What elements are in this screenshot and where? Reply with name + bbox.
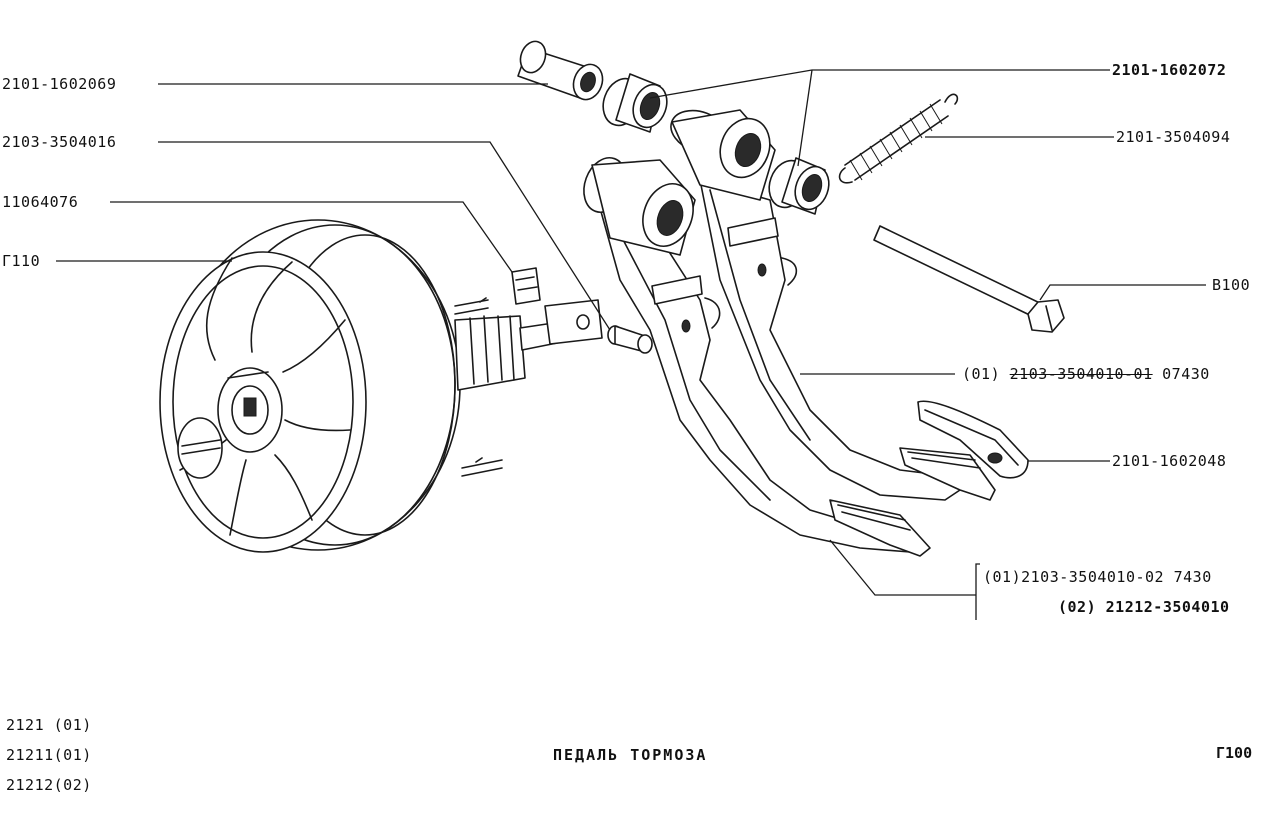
brake-booster-drawing [159, 219, 603, 553]
callout-pad: 2101-1602048 [1112, 452, 1227, 470]
callout-pedal-02: (02) 21212-3504010 [1058, 598, 1230, 616]
pedal-pad-drawing [917, 400, 1029, 479]
pedal-front-drawing [583, 157, 931, 557]
leader-lines [56, 69, 1206, 620]
sleeve-drawing [517, 40, 604, 101]
bushing-drawing [602, 73, 830, 215]
callout-sleeve: 2101-1602069 [2, 75, 117, 93]
model-item: 21211(01) [6, 746, 92, 764]
page-code: Г100 [1216, 744, 1253, 762]
callout-clip: 11064076 [2, 193, 79, 211]
callout-bolt: В100 [1212, 276, 1251, 294]
pin-drawing [607, 325, 653, 354]
bolt-drawing [873, 225, 1065, 333]
clip-drawing [511, 267, 541, 305]
callout-pedal-01: (01) 2103-3504010-01 07430 [962, 365, 1210, 383]
model-item: 21212(02) [6, 776, 92, 794]
spring-drawing [838, 93, 959, 184]
pedal-rear-drawing [670, 109, 996, 501]
callout-pedal-01-suffix: 07430 [1162, 365, 1210, 383]
callout-pedal-01-02: (01)2103-3504010-02 7430 [983, 568, 1212, 586]
callout-booster: Г110 [2, 252, 41, 270]
callout-bushing: 2101-1602072 [1112, 61, 1227, 79]
callout-pin: 2103-3504016 [2, 133, 117, 151]
diagram-title: ПЕДАЛЬ ТОРМОЗА [553, 746, 708, 764]
model-item: 2121 (01) [6, 716, 92, 734]
callout-spring: 2101-3504094 [1116, 128, 1231, 146]
callout-pedal-01-struck: 2103-3504010-01 [1009, 365, 1153, 383]
callout-pedal-01-prefix: (01) [962, 365, 1001, 383]
